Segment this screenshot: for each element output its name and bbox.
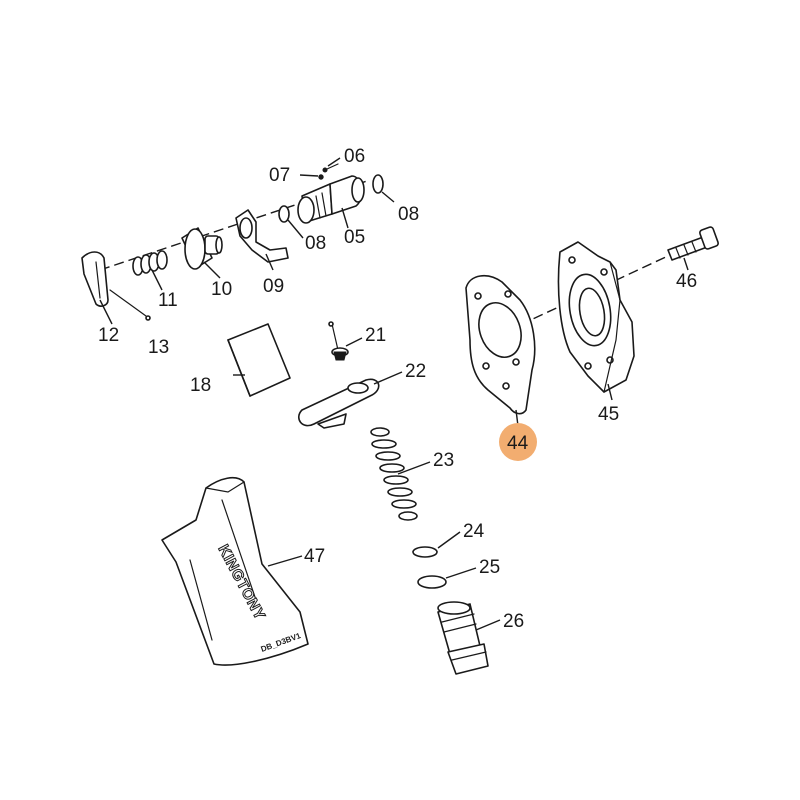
part-23-spring[interactable] <box>370 427 418 521</box>
label-09[interactable]: 09 <box>263 276 284 297</box>
label-06[interactable]: 06 <box>344 146 365 167</box>
label-22[interactable]: 22 <box>405 361 426 382</box>
part-22-plate[interactable] <box>298 378 380 429</box>
part-18-block[interactable] <box>227 323 291 397</box>
part-labels: 06 07 08 08 05 09 10 11 12 13 18 21 22 2… <box>98 146 697 632</box>
part-08a-o-ring[interactable] <box>278 205 290 223</box>
label-07[interactable]: 07 <box>269 165 290 186</box>
label-24[interactable]: 24 <box>463 521 485 542</box>
part-44-gasket[interactable] <box>465 275 536 427</box>
label-26[interactable]: 26 <box>503 611 524 632</box>
label-08-left[interactable]: 08 <box>305 233 326 254</box>
label-45[interactable]: 45 <box>598 404 619 425</box>
part-26-air-inlet[interactable] <box>437 601 489 675</box>
part-46-bolt[interactable] <box>667 226 719 261</box>
part-09-lever[interactable] <box>235 209 289 263</box>
part-10-reverse-knob[interactable] <box>181 227 223 270</box>
label-10[interactable]: 10 <box>211 279 232 300</box>
label-08-right[interactable]: 08 <box>398 204 419 225</box>
part-45-housing-cover[interactable] <box>557 241 635 393</box>
label-23[interactable]: 23 <box>433 450 454 471</box>
label-11[interactable]: 11 <box>158 290 178 311</box>
part-11-spring[interactable] <box>132 250 168 276</box>
highlight-marker-44 <box>499 423 537 461</box>
part-08b-o-ring[interactable] <box>372 174 384 194</box>
part-13-pin[interactable] <box>109 289 151 321</box>
label-25[interactable]: 25 <box>479 557 500 578</box>
label-13[interactable]: 13 <box>148 337 169 358</box>
part-06-screw[interactable] <box>322 163 339 173</box>
label-18[interactable]: 18 <box>190 375 211 396</box>
part-47-grip-sleeve[interactable]: KINGTONY DB_D3BV1 <box>161 476 309 666</box>
part-24-o-ring[interactable] <box>412 546 438 558</box>
label-44[interactable]: 44 <box>507 433 529 454</box>
label-46[interactable]: 46 <box>676 271 697 292</box>
part-12-trigger[interactable] <box>81 251 109 307</box>
part-07-ball[interactable] <box>318 174 324 180</box>
label-47[interactable]: 47 <box>304 546 325 567</box>
leader-lines <box>99 157 689 631</box>
part-21-valve-stem[interactable] <box>328 321 349 361</box>
part-25-o-ring[interactable] <box>417 575 447 589</box>
label-21[interactable]: 21 <box>365 325 386 346</box>
label-05[interactable]: 05 <box>344 227 365 248</box>
part-05-valve-body[interactable] <box>297 175 365 224</box>
label-12[interactable]: 12 <box>98 325 119 346</box>
